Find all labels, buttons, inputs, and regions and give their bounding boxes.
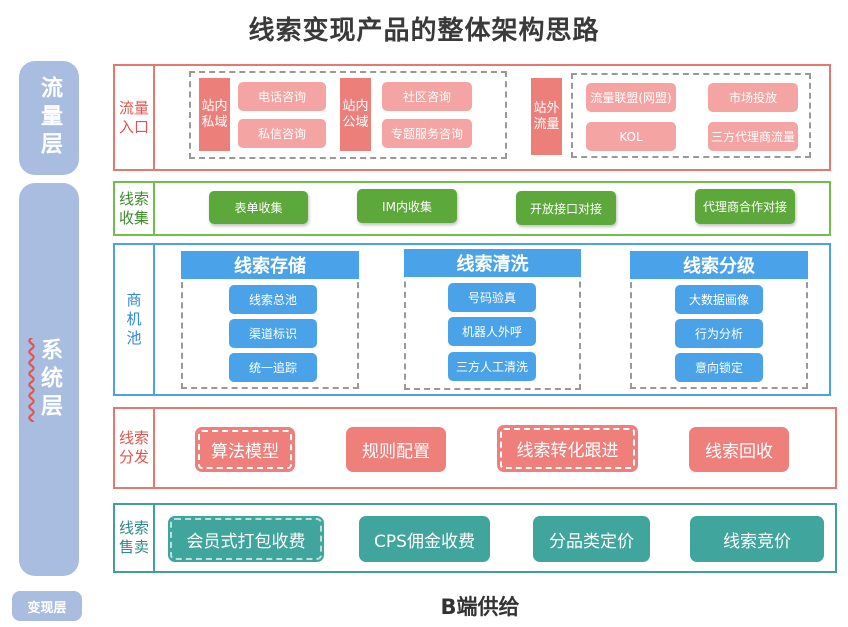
traffic-alliance-button[interactable]: 流量联盟(网盟) (586, 83, 676, 112)
traffic-entry-section (113, 64, 831, 171)
lead-cleaning-header: 线索清洗 (404, 249, 581, 277)
lead-total-pool-button[interactable]: 线索总池 (229, 285, 317, 314)
number-verify-button[interactable]: 号码验真 (448, 283, 536, 312)
b-side-supply: B端供给 (440, 595, 520, 619)
phone-consult-button[interactable]: 电话咨询 (238, 82, 326, 111)
kol-button[interactable]: KOL (586, 122, 676, 151)
lead-storage-header: 线索存储 (181, 251, 359, 279)
conversion-followup-button[interactable]: 线索转化跟进 (497, 425, 638, 472)
open-api-button[interactable]: 开放接口对接 (516, 191, 616, 225)
offsite-group (571, 73, 811, 158)
layer-monetize: 变现层 (12, 591, 82, 621)
onsite-private-tag: 站内私域 (199, 78, 230, 151)
lead-recycle-button[interactable]: 线索回收 (689, 427, 789, 472)
opportunity-pool-label: 商机池 (115, 245, 155, 394)
private-message-button[interactable]: 私信咨询 (238, 119, 326, 148)
behavior-analysis-button[interactable]: 行为分析 (675, 319, 763, 348)
lead-distribution-label: 线索分发 (115, 409, 155, 487)
traffic-entry-label: 流量入口 (115, 66, 155, 169)
membership-pack-button[interactable]: 会员式打包收费 (168, 516, 324, 562)
im-collect-button[interactable]: IM内收集 (357, 189, 457, 223)
layer-system-label: 系统层 (37, 337, 62, 422)
cps-commission-button[interactable]: CPS佣金收费 (359, 516, 490, 562)
layer-traffic: 流量层 (19, 61, 79, 175)
onsite-group (189, 71, 507, 159)
unified-tracking-button[interactable]: 统一追踪 (229, 353, 317, 382)
rule-config-button[interactable]: 规则配置 (346, 427, 446, 472)
intent-lock-button[interactable]: 意向锁定 (675, 353, 763, 382)
algorithm-model-button[interactable]: 算法模型 (195, 427, 295, 472)
category-pricing-button[interactable]: 分品类定价 (533, 516, 650, 562)
lead-collection-label: 线索收集 (115, 183, 155, 234)
layer-traffic-label: 流量层 (37, 76, 62, 160)
channel-tag-button[interactable]: 渠道标识 (229, 319, 317, 348)
layer-system: 系统层 (19, 183, 79, 576)
lead-grading-header: 线索分级 (630, 251, 808, 279)
onsite-public-tag: 站内公域 (340, 78, 371, 151)
big-data-profile-button[interactable]: 大数据画像 (675, 285, 763, 314)
page-title: 线索变现产品的整体架构思路 (248, 16, 600, 46)
agent-coop-button[interactable]: 代理商合作对接 (695, 189, 795, 224)
topic-service-consult-button[interactable]: 专题服务咨询 (382, 119, 472, 148)
community-consult-button[interactable]: 社区咨询 (382, 82, 472, 111)
offsite-traffic-tag: 站外流量 (531, 78, 562, 155)
lead-sales-label: 线索售卖 (115, 505, 155, 571)
third-party-agent-button[interactable]: 三方代理商流量 (708, 122, 798, 151)
market-ads-button[interactable]: 市场投放 (708, 83, 798, 112)
form-collect-button[interactable]: 表单收集 (209, 191, 308, 224)
layer-monetize-label: 变现层 (27, 600, 67, 616)
manual-cleaning-button[interactable]: 三方人工清洗 (448, 352, 536, 381)
robot-call-button[interactable]: 机器人外呼 (448, 317, 536, 346)
lead-bidding-button[interactable]: 线索竞价 (690, 516, 824, 562)
